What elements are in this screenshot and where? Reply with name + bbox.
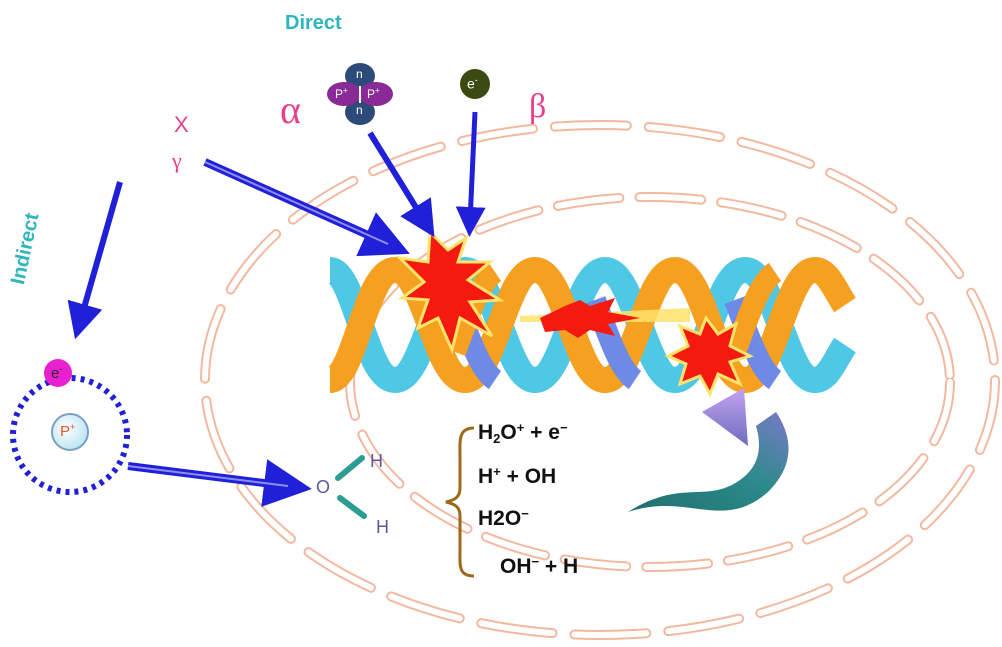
water-hydrogen-top: H (370, 451, 383, 471)
alpha-arrow (367, 131, 435, 238)
alpha-proton-right: P+ (367, 86, 380, 101)
alpha-proton-left: P+ (335, 86, 348, 101)
electron-left (44, 359, 72, 387)
damage-streak (520, 298, 690, 338)
curved-arrow (628, 388, 789, 512)
reaction-1: H2O+ + e− (478, 420, 568, 446)
direct-label: Direct (285, 12, 342, 34)
beta-arrow (455, 111, 486, 237)
reaction-brace (445, 426, 475, 578)
proton-left-label: P+ (60, 422, 76, 440)
electron-left-label: e- (51, 364, 63, 382)
alpha-neutron-bottom: n (356, 103, 363, 117)
indirect-arrow (67, 181, 123, 340)
electron-top-label: e- (467, 75, 478, 92)
atom-orbit (10, 375, 130, 495)
water-hydrogen-bottom: H (376, 517, 389, 537)
water-oxygen: O (316, 477, 331, 497)
cell-membrane (200, 120, 1000, 640)
reaction-3: H2O− (478, 506, 529, 530)
water-molecule (335, 455, 367, 519)
burst-large-left (395, 228, 505, 355)
alpha-neutron-top: n (356, 67, 363, 81)
xray-label: X (174, 112, 189, 137)
electron-top (460, 69, 490, 99)
reaction-4: OH− + H (500, 554, 579, 578)
burst-right (664, 314, 755, 398)
gamma-label: γ (172, 148, 182, 173)
radiation-arrows (67, 111, 486, 507)
small-burst (540, 298, 640, 338)
alpha-label: α (280, 87, 301, 132)
reaction-2: H+ + OH (478, 464, 557, 488)
beta-label: β (529, 88, 547, 125)
proton-left (51, 413, 89, 451)
atom-left (10, 359, 130, 495)
alpha-particle (327, 63, 393, 125)
